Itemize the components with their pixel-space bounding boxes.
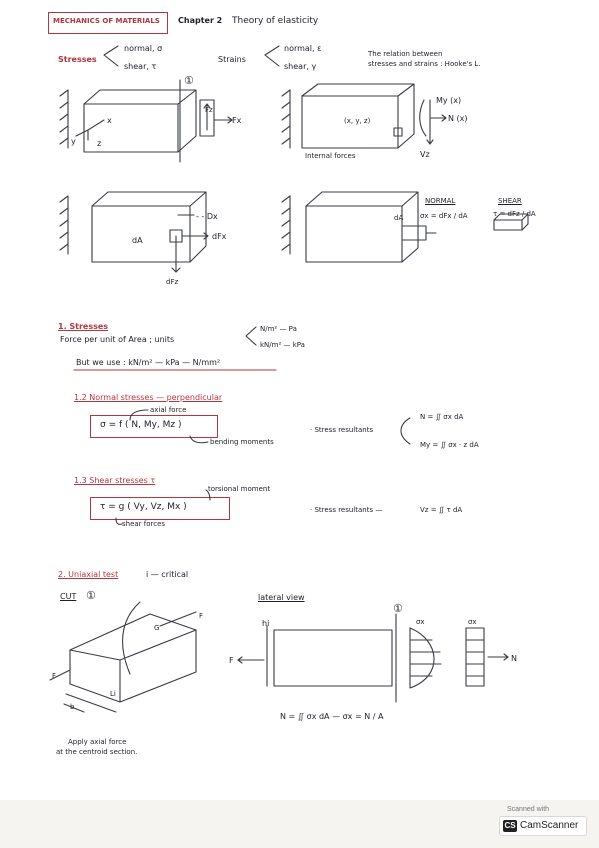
fig4-da: dA — [394, 214, 404, 222]
shear-resultants: · Stress resultants — — [310, 506, 383, 514]
fig1-fz: Fz — [205, 106, 213, 114]
relation-line2: stresses and strains : Hooke's L. — [368, 60, 481, 68]
lateral-view-label: lateral view — [258, 593, 305, 602]
uniaxial-block-sketch — [49, 601, 197, 713]
shear-forces-arrow — [115, 517, 123, 525]
uniaxial-caption-2: at the centroid section. — [56, 748, 138, 756]
shear-stresses-title: 1.3 Shear stresses τ — [74, 476, 156, 485]
strain-brace — [264, 45, 280, 67]
fig3-dx: - - Dx — [196, 212, 218, 221]
camscanner-app-name: CamScanner — [520, 820, 579, 831]
notebook-page: MECHANICS OF MATERIALS Chapter 2 Theory … — [0, 0, 599, 800]
fig2-caption: Internal forces — [305, 152, 356, 160]
uniaxial-f-left: F — [52, 672, 57, 680]
strain-normal: normal, ε — [284, 44, 322, 53]
stresses-definition: Force per unit of Area ; units — [60, 335, 175, 344]
normal-formula: σx = dFx / dA — [420, 212, 468, 220]
uniaxial-title: 2. Uniaxial test — [58, 570, 119, 579]
uniaxial-f-right: F — [199, 612, 204, 620]
cut-label: CUT — [60, 592, 77, 601]
fig4-block-sketch — [281, 191, 529, 263]
stresses-section-title: 1. Stresses — [58, 322, 109, 331]
critical-label: i — critical — [146, 570, 189, 579]
camscanner-logo-icon: CS — [503, 820, 517, 832]
shear-forces-label: shear forces — [122, 520, 166, 528]
normal-title: NORMAL — [425, 197, 456, 205]
length-li-label: Li — [110, 690, 116, 698]
fig1-axis-x: x — [107, 116, 112, 125]
uniaxial-caption-1: Apply axial force — [68, 738, 127, 746]
relation-line1: The relation between — [368, 50, 443, 58]
centroid-g-right: G — [154, 624, 160, 632]
fig3-dfz: dFz — [166, 278, 179, 286]
course-title: MECHANICS OF MATERIALS — [53, 17, 160, 25]
cut-number: ① — [86, 589, 96, 602]
fig2-vz: Vz — [420, 150, 430, 159]
bending-arrow — [189, 435, 209, 444]
sigma-x-distribution: σx — [416, 618, 425, 626]
fig1-block-sketch — [59, 79, 233, 163]
shear-stress-formula: τ = g ( Vy, Vz, Mx ) — [100, 502, 187, 512]
bending-moments-label: bending moments — [210, 438, 274, 446]
unit-brace — [245, 326, 257, 346]
units-used: But we use : kN/m² — kPa — N/mm² — [76, 358, 221, 367]
chapter-title: Theory of elasticity — [232, 16, 319, 26]
fig1-fx: Fx — [232, 116, 242, 125]
axial-force-label: axial force — [150, 406, 187, 414]
torsion-arrow — [205, 489, 211, 501]
fig3-block-sketch — [59, 191, 209, 273]
n-equation: N = ∬ σx dA — [420, 413, 464, 421]
normal-formula-box — [90, 415, 218, 438]
uniaxial-bottom-equation: N = ∬ σx dA — σx = N / A — [280, 712, 384, 721]
normal-stresses-title: 1.2 Normal stresses — perpendicular — [74, 393, 223, 402]
fig2-coords: (x, y, z) — [344, 117, 371, 125]
fig2-n: N (x) — [448, 114, 468, 123]
torsional-moment-label: torsional moment — [208, 485, 271, 493]
normal-resultants: · Stress resultants — [310, 426, 374, 434]
camscanner-watermark: Scanned with CS CamScanner — [499, 806, 587, 836]
stress-normal: normal, σ — [124, 44, 163, 53]
vz-equation: Vz = ∬ τ dA — [420, 506, 463, 514]
height-hi-label: hi — [262, 619, 270, 628]
stresses-label: Stresses — [58, 55, 97, 64]
strain-shear: shear, γ — [284, 62, 317, 71]
resultant-n-label: N — [511, 654, 517, 663]
sketch-layer — [49, 45, 529, 713]
lateral-f-label: F — [229, 656, 234, 665]
fig3-dfx: dFx — [212, 232, 227, 241]
unit-pa: N/m² — Pa — [260, 325, 297, 333]
shear-title: SHEAR — [498, 197, 522, 205]
chapter-label: Chapter 2 — [178, 16, 223, 25]
strains-label: Strains — [218, 55, 246, 64]
camscanner-badge: CS CamScanner — [499, 816, 587, 836]
lateral-view-sketch — [237, 613, 509, 703]
fig1-axis-z: z — [97, 139, 102, 148]
lateral-section-number: ① — [393, 602, 403, 615]
fig1-axis-y: y — [71, 137, 76, 146]
fig2-my: My (x) — [436, 96, 462, 105]
course-title-box — [48, 12, 168, 34]
sigma-x-uniform: σx — [468, 618, 477, 626]
fig1-section-mark: ① — [184, 74, 194, 87]
my-equation: My = ∬ σx · z dA — [420, 441, 479, 449]
axial-arrow — [129, 409, 149, 421]
unit-kpa: kN/m² — kPa — [260, 341, 305, 349]
fig3-da: dA — [132, 236, 143, 245]
stress-shear: shear, τ — [124, 62, 157, 71]
normal-stress-formula: σ = f ( N, My, Mz ) — [100, 420, 182, 430]
fig2-block-sketch — [281, 83, 447, 149]
resultant-brace — [400, 417, 411, 445]
stress-brace — [103, 45, 119, 67]
shear-formula-box — [90, 497, 230, 520]
scanned-with-label: Scanned with — [507, 806, 550, 813]
